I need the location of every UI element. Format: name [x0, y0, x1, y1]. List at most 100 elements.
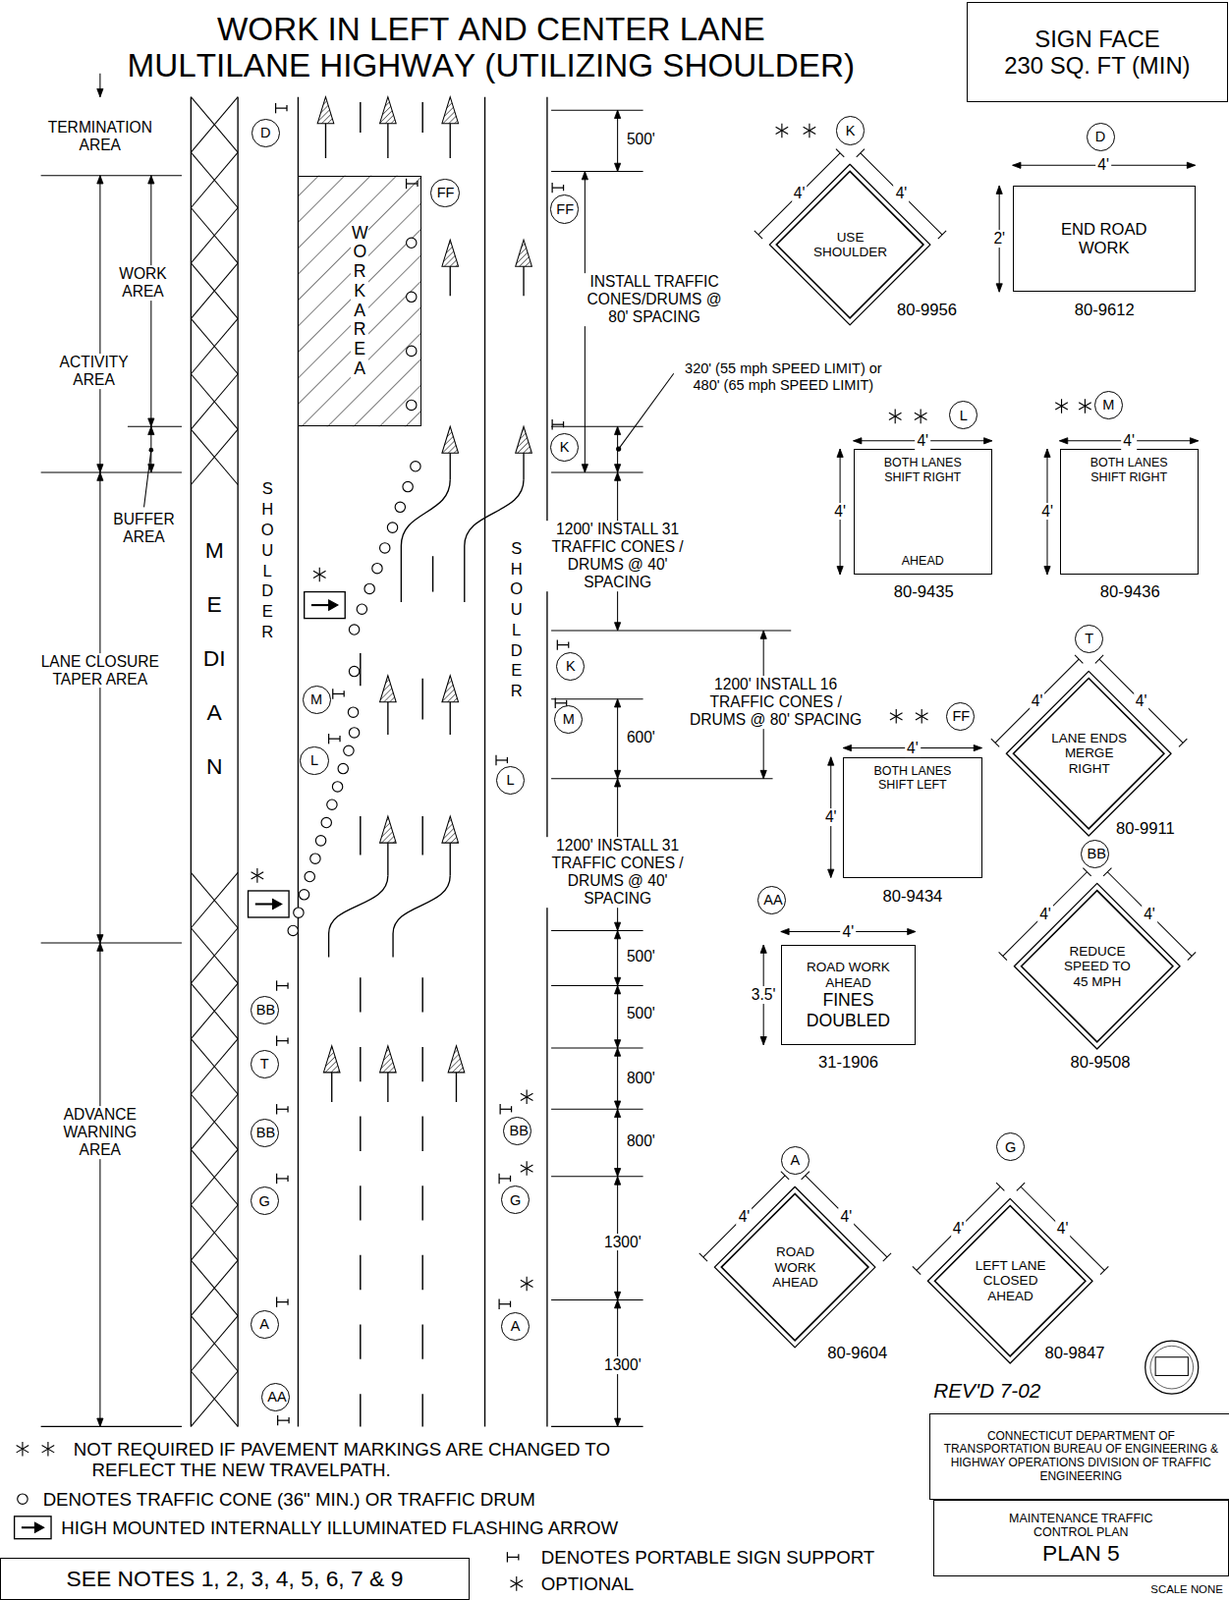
optional-star [889, 412, 902, 420]
zone-label: ACTIVITY AREA [51, 353, 137, 390]
dimension-line [99, 175, 101, 473]
optional-star [313, 570, 327, 578]
arrowhead [614, 1176, 621, 1185]
extension-line [551, 1175, 644, 1177]
revision-note: REV'D 7-02 [931, 1379, 1043, 1403]
road-edge-line [546, 97, 548, 1428]
callout-letter: BB [256, 1124, 274, 1142]
distance-note: 1200' INSTALL 31 TRAFFIC CONES / DRUMS @… [541, 837, 694, 909]
sign-support [499, 1177, 510, 1179]
dimension-line [99, 943, 101, 1427]
optional-star [520, 1093, 534, 1101]
sign-callout: A [501, 1312, 530, 1341]
sign-dimension: 3.5' [749, 986, 779, 1005]
dimension-line [616, 1109, 618, 1177]
median-hatch [190, 263, 238, 319]
travel-arrow-shaft [329, 875, 389, 957]
dimension-tick [938, 230, 947, 239]
traffic-cone [332, 782, 342, 792]
optional-star [42, 1446, 56, 1453]
travel-arrowhead [515, 239, 533, 267]
travel-arrow-shaft [522, 266, 524, 296]
flashing-arrow [21, 1526, 37, 1529]
sign-callout: T [250, 1050, 280, 1079]
sign-support [500, 1109, 511, 1111]
sign-support [278, 1420, 289, 1422]
median-hatch [190, 1371, 238, 1427]
node-text: REDUCE SPEED TO 45 MPH [1057, 944, 1137, 991]
sign-number: 80-9612 [1072, 300, 1137, 320]
median-hatch [190, 1149, 238, 1205]
lane-line [359, 1047, 361, 1082]
sign-dimension: 4' [1141, 905, 1158, 924]
optional-star [520, 1165, 534, 1173]
sign-support [506, 1557, 518, 1559]
arrowhead [97, 175, 104, 184]
arrowhead [853, 438, 862, 445]
lane-line [421, 1047, 423, 1082]
sign-callout: T [1074, 624, 1104, 654]
legend-text: DENOTES PORTABLE SIGN SUPPORT [541, 1547, 876, 1569]
arrowhead [148, 175, 155, 184]
optional-star [251, 872, 265, 880]
arrowhead [614, 1300, 621, 1309]
leader-dot [615, 446, 621, 452]
travel-arrowhead [447, 1046, 465, 1073]
optional-star [914, 412, 928, 420]
sign-support [287, 1417, 289, 1424]
optional-star [42, 1446, 56, 1453]
sign-support [562, 184, 564, 191]
arrowhead [614, 1048, 621, 1057]
node-text: LANE ENDS MERGE RIGHT [1048, 730, 1130, 778]
callout-letter: L [505, 772, 514, 789]
sign-support [496, 759, 507, 761]
callout-letter: T [1084, 630, 1094, 648]
sign-number: 80-9956 [894, 300, 959, 320]
traffic-cone [348, 727, 359, 738]
callout-letter: AA [763, 892, 781, 909]
arrowhead [1044, 566, 1051, 575]
arrowhead [614, 770, 621, 779]
arrowhead [760, 1037, 767, 1046]
sign-support [277, 1301, 288, 1303]
sign-callout: G [250, 1186, 280, 1216]
sign-support [509, 1301, 511, 1308]
extension-line [41, 1426, 182, 1428]
optional-star [251, 872, 265, 880]
callout-letter: L [959, 407, 968, 425]
sign-diamond-outline [935, 1205, 1086, 1356]
traffic-cone [310, 853, 321, 864]
sign-dimension: 4' [893, 184, 910, 203]
arrowhead [907, 928, 916, 935]
extension-line [551, 985, 644, 987]
arrowhead [614, 1040, 621, 1049]
median-hatch [190, 97, 238, 153]
extension-line [551, 1109, 644, 1111]
travel-arrow-shaft [331, 1072, 333, 1103]
median-hatch [190, 152, 238, 208]
node-text: BOTH LANES SHIFT RIGHT [866, 455, 979, 485]
sign-diamond-outline [777, 171, 925, 320]
callout-letter: BB [1087, 845, 1105, 863]
arrowhead [581, 464, 588, 473]
arrowhead [97, 464, 104, 473]
node-text: 230 SQ. FT (MIN) [1004, 52, 1190, 79]
node-text: CONNECTICUT DEPARTMENT OF TRANSPORTATION… [937, 1430, 1226, 1485]
arrowhead [581, 171, 588, 180]
sign-dimension: 4' [1120, 432, 1137, 450]
callout-letter: K [845, 122, 856, 140]
lane-line [359, 1324, 361, 1359]
lane-line [432, 556, 434, 592]
sign-diamond-outline [1006, 670, 1173, 837]
sign-dimension: 2' [991, 229, 1007, 248]
dimension-tick [699, 1253, 708, 1262]
travel-arrowhead [442, 816, 459, 843]
arrowhead [837, 448, 843, 457]
travel-arrow-shaft [522, 452, 524, 480]
sign-support [277, 1109, 288, 1111]
leader-line [144, 449, 152, 507]
optional-star [803, 126, 817, 134]
optional-star [889, 412, 902, 420]
sign-callout: L [949, 400, 978, 430]
lane-line [421, 1394, 423, 1427]
